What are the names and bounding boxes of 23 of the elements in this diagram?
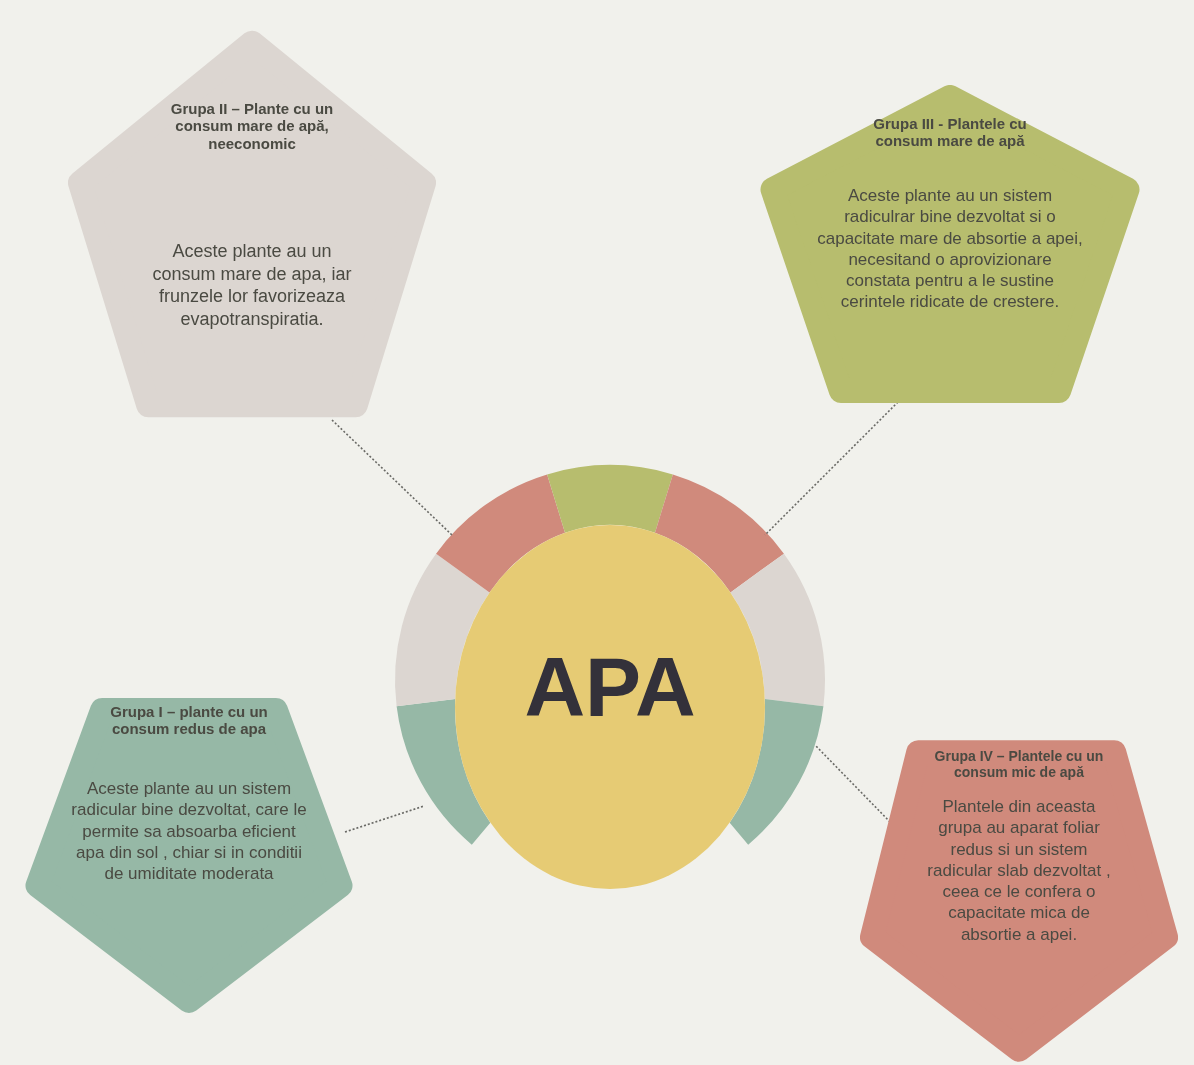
card-text: Aceste plante au un consum mare de apa, iar frunzele lor favorizeaza evapotranspiratia. [151, 240, 353, 330]
leader-line [764, 401, 899, 536]
ring-segment [436, 474, 565, 593]
ring-segment [655, 474, 784, 593]
pentagon-card [25, 698, 353, 1013]
ring-segment [395, 553, 490, 707]
ring-segment [396, 699, 491, 845]
card-heading: Grupa III - Plantele cu consum mare de apă [872, 115, 1028, 150]
ring-segment [729, 699, 824, 845]
leader-line [344, 805, 425, 833]
center-label: APA [524, 638, 696, 736]
pentagon-card [68, 30, 436, 418]
card-heading: Grupa I – plante cu un consum redus de apa [109, 703, 269, 738]
card-heading: Grupa IV – Plantele cu un consum mic de apă [933, 748, 1105, 781]
ring-segment [547, 465, 673, 533]
card-text: Aceste plante au un sistem radiculrar bine dezvoltat si o capacitate mare de absortie a apei, necesitand o aprovizionare constata pentru a le sustine cerintele ridicate de crestere. [816, 185, 1084, 313]
pentagon-card [758, 85, 1142, 403]
card-text: Plantele din aceasta grupa au aparat foliar redus si un sistem radicular slab dezvoltat , ceea ce le confera o capacitate mica de absortie a apei. [926, 796, 1112, 945]
card-heading: Grupa II – Plante cu un consum mare de apă, neeconomic [169, 100, 335, 152]
pentagon-card [860, 740, 1178, 1062]
card-text: Aceste plante au un sistem radicular bine dezvoltat, care le permite sa absoarba eficient apa din sol , chiar si in conditii de umiditate moderata [71, 778, 307, 885]
leader-line [331, 419, 453, 536]
ring-segment [730, 553, 825, 707]
